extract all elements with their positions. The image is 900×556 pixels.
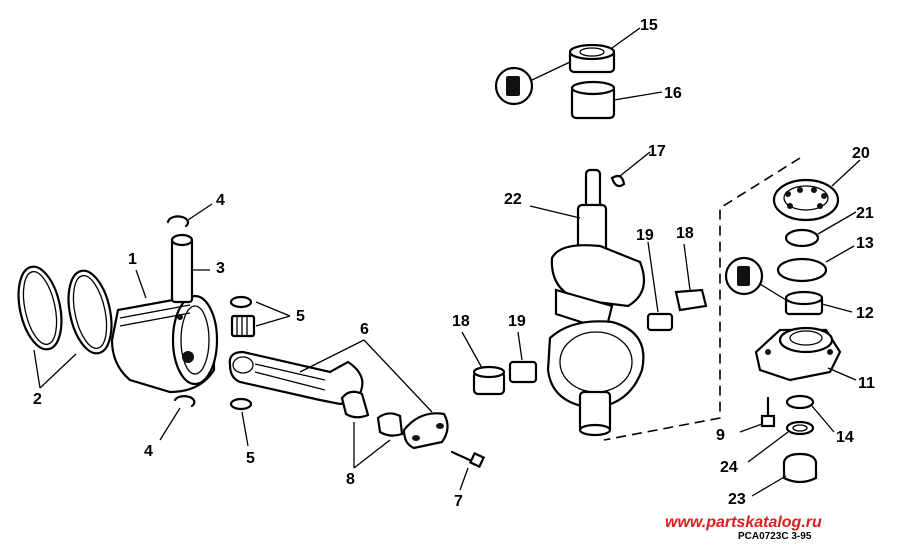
piston-rings[interactable] xyxy=(12,263,119,357)
rod-bolt[interactable] xyxy=(450,450,486,469)
callout-9: 9 xyxy=(716,427,725,444)
callout-20: 20 xyxy=(852,145,870,162)
callout-5: 5 xyxy=(246,450,255,467)
callout-numbers: 1 2 3 4 4 5 5 6 7 8 9 11 12 13 14 15 16 … xyxy=(33,17,875,510)
rod-bearing-cages[interactable] xyxy=(340,390,404,437)
end-cap[interactable] xyxy=(782,452,818,484)
wrist-pin-clip-bottom[interactable] xyxy=(173,395,196,408)
piston[interactable] xyxy=(110,294,219,394)
callout-2: 2 xyxy=(33,391,42,408)
callout-18: 18 xyxy=(676,225,694,242)
callout-8: 8 xyxy=(346,471,355,488)
upper-seal[interactable] xyxy=(568,43,616,74)
main-bearing-cage-left[interactable] xyxy=(472,360,538,396)
watermark-text: www.partskatalog.ru xyxy=(665,514,822,531)
assembly-dashed-line xyxy=(603,157,801,441)
callout-19: 19 xyxy=(508,313,526,330)
rod-cap[interactable] xyxy=(402,412,449,450)
bearing-housing[interactable] xyxy=(754,326,842,382)
callout-5: 5 xyxy=(296,308,305,325)
callout-1: 1 xyxy=(128,251,137,268)
callout-21: 21 xyxy=(856,205,874,222)
seal-ring[interactable] xyxy=(785,420,815,436)
wrist-pin[interactable] xyxy=(170,233,194,304)
retaining-ring[interactable] xyxy=(784,228,820,248)
main-bearing-cage-right[interactable] xyxy=(646,288,708,332)
callout-24: 24 xyxy=(720,459,738,476)
callout-7: 7 xyxy=(454,493,463,510)
o-ring-large[interactable] xyxy=(776,257,828,283)
callout-15: 15 xyxy=(640,17,658,34)
callout-4: 4 xyxy=(216,192,225,209)
callout-17: 17 xyxy=(648,143,666,160)
callout-13: 13 xyxy=(856,235,874,252)
callout-12: 12 xyxy=(856,305,874,322)
upper-needle-bearing[interactable] xyxy=(570,80,616,120)
housing-bolt[interactable] xyxy=(760,396,776,428)
lubricant-can-icon xyxy=(494,61,571,106)
figure-code: PCA0723C 3-95 xyxy=(738,531,812,542)
callout-16: 16 xyxy=(664,85,682,102)
o-ring-small[interactable] xyxy=(785,394,815,410)
ball-bearing[interactable] xyxy=(772,178,840,222)
callout-11: 11 xyxy=(858,375,875,392)
woodruff-key[interactable] xyxy=(610,174,626,188)
callout-19: 19 xyxy=(636,227,654,244)
small-end-bearing[interactable] xyxy=(229,295,256,411)
callout-3: 3 xyxy=(216,260,225,277)
callout-22: 22 xyxy=(504,191,522,208)
leader-lines xyxy=(33,27,861,497)
callout-23: 23 xyxy=(728,491,746,508)
crankshaft[interactable] xyxy=(546,168,646,437)
connecting-rod[interactable] xyxy=(228,350,364,406)
callout-14: 14 xyxy=(836,429,854,446)
callout-4: 4 xyxy=(144,443,153,460)
wrist-pin-clip-top[interactable] xyxy=(166,215,190,228)
lower-seal[interactable] xyxy=(784,290,824,316)
callout-18: 18 xyxy=(452,313,470,330)
callout-6: 6 xyxy=(360,321,369,338)
lubricant-can-icon xyxy=(724,256,787,301)
